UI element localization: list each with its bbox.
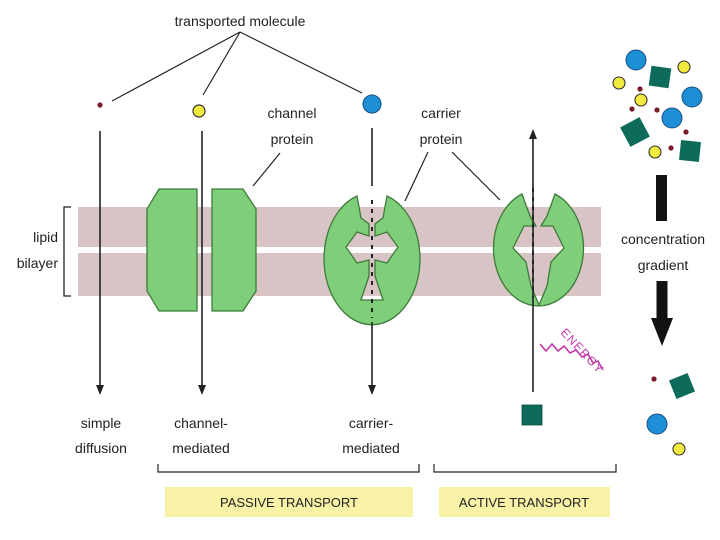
low-concentration-cluster xyxy=(646,372,696,456)
concentration-gradient-label-line2: gradient xyxy=(638,257,689,273)
simple-diffusion-label-line1: simple xyxy=(81,415,122,431)
blue-molecule xyxy=(362,94,382,114)
channel-protein-left-half xyxy=(146,188,198,312)
channel-mediated-label-line2: mediated xyxy=(172,440,230,456)
carrier-mediated-label-line1: carrier- xyxy=(349,415,394,431)
gradient-bar-top xyxy=(656,175,667,221)
simple-diffusion-label-line2: diffusion xyxy=(75,440,127,456)
lipid-bilayer-label-line1: lipid xyxy=(33,229,58,245)
bilayer-bracket xyxy=(63,206,71,297)
active-carrier-protein xyxy=(492,193,585,307)
passive-transport-highlight xyxy=(165,487,413,517)
channel-mediated-label-line1: channel- xyxy=(174,415,228,431)
small-molecule-dot xyxy=(97,102,103,108)
channel-protein-label-line1: channel xyxy=(267,105,316,121)
carrier-protein-label-line1: carrier xyxy=(421,105,461,121)
carrier-protein-label-line2: protein xyxy=(420,131,463,147)
passive-transport-label: PASSIVE TRANSPORT xyxy=(220,495,358,510)
carrier-mediated-label-line2: mediated xyxy=(342,440,400,456)
active-transport-label: ACTIVE TRANSPORT xyxy=(459,495,589,510)
passive-carrier-protein xyxy=(323,195,421,326)
active-transport-bracket xyxy=(433,464,617,473)
energy-zigzag xyxy=(539,342,604,371)
concentration-gradient-label-line1: concentration xyxy=(621,231,705,247)
carrier-protein-pointers xyxy=(404,151,501,202)
channel-protein-pointer xyxy=(252,152,281,187)
transported-molecule-pointers xyxy=(111,31,363,102)
active-transport-highlight xyxy=(439,487,610,517)
lipid-bilayer-label-line2: bilayer xyxy=(17,255,59,271)
passive-transport-bracket xyxy=(157,464,420,473)
high-concentration-cluster xyxy=(612,49,703,162)
channel-protein-label-line2: protein xyxy=(271,131,314,147)
channel-protein xyxy=(146,188,257,312)
transported-molecule-label: transported molecule xyxy=(175,13,306,29)
energy-label: ENERGY xyxy=(558,325,607,376)
channel-protein-right-half xyxy=(211,188,257,312)
yellow-molecule xyxy=(192,104,206,118)
teal-molecule-active xyxy=(521,404,543,426)
